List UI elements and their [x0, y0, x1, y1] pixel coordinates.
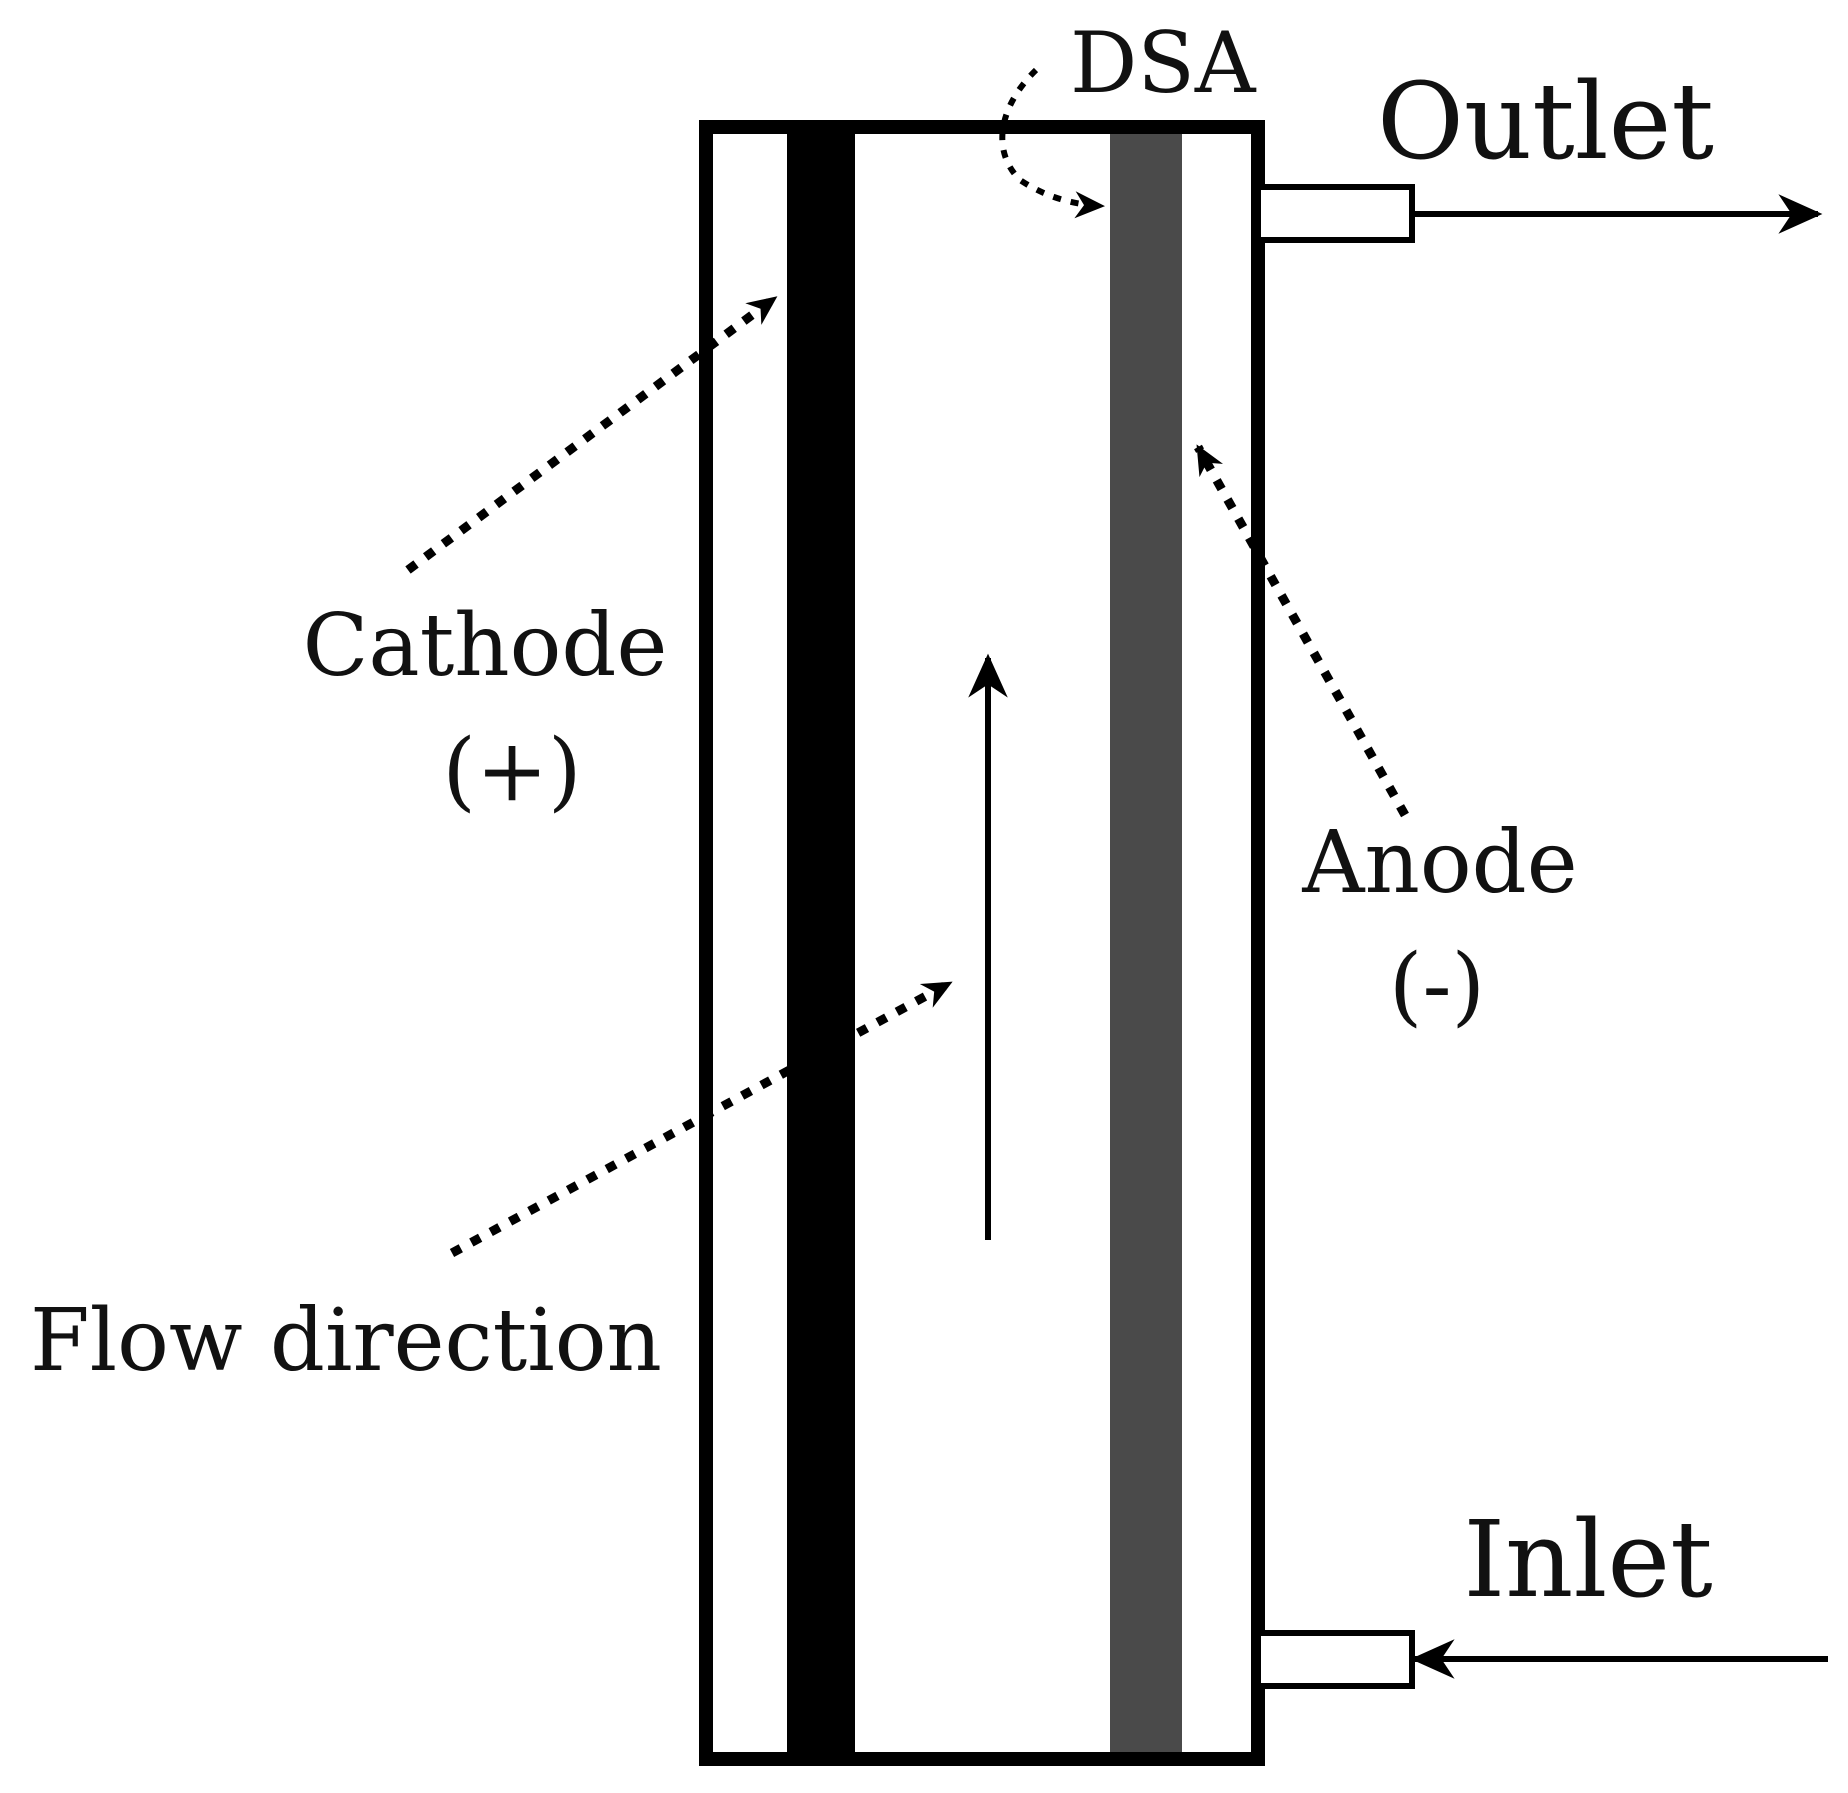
inlet-pipe — [1255, 1630, 1415, 1689]
anode-plate — [1110, 134, 1182, 1752]
cathode-sign-label: (+) — [442, 721, 581, 821]
anode-leader-arrow — [1194, 444, 1409, 818]
cathode-plate — [787, 134, 855, 1752]
flow-leader-arrow — [449, 979, 953, 1257]
outlet-label: Outlet — [1377, 60, 1714, 183]
cathode-leader-arrow — [405, 294, 778, 574]
dsa-label: DSA — [1070, 14, 1257, 112]
anode-label: Anode — [1301, 813, 1577, 913]
dsa-leader-arrow — [999, 67, 1105, 219]
inlet-label: Inlet — [1463, 1498, 1712, 1621]
flow-direction-label: Flow direction — [30, 1291, 662, 1391]
anode-sign-label: (-) — [1389, 936, 1485, 1036]
outlet-pipe — [1255, 184, 1415, 243]
cathode-label: Cathode — [303, 596, 668, 696]
